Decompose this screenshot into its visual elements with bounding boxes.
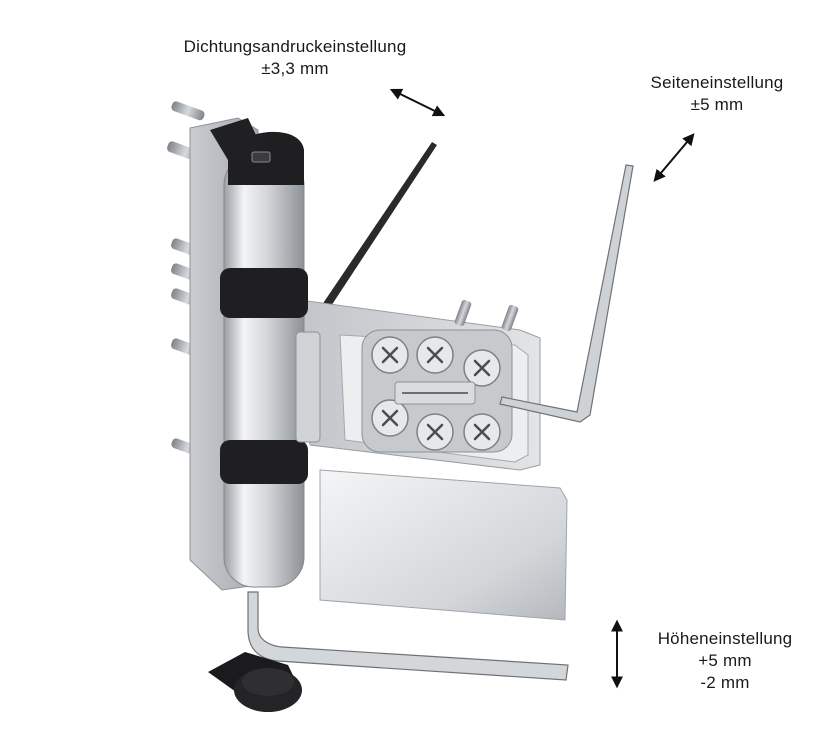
cover-cap (319, 469, 568, 621)
height-label: Höheneinstellung +5 mm -2 mm (630, 628, 820, 694)
seal-adjust-arrow (389, 88, 446, 117)
frame-screws (167, 101, 205, 458)
seal-pressure-title: Dichtungsandruckeinstellung (183, 37, 407, 56)
height-value-up: +5 mm (698, 651, 752, 670)
lateral-value: ±5 mm (690, 95, 744, 114)
seal-pressure-value: ±3,3 mm (261, 59, 329, 78)
hex-key-lateral (499, 164, 634, 423)
height-title: Höheneinstellung (657, 629, 793, 648)
hex-key-height (247, 591, 569, 681)
lateral-title: Seiteneinstellung (650, 73, 784, 92)
end-cap (208, 652, 302, 712)
hex-key-seal (305, 142, 437, 335)
seal-pressure-label: Dichtungsandruckeinstellung ±3,3 mm (140, 36, 450, 80)
hinge-barrel (210, 118, 321, 588)
lateral-adjust-arrow (653, 133, 695, 182)
height-value-down: -2 mm (700, 673, 750, 692)
adjustment-block (361, 329, 513, 453)
lateral-label: Seiteneinstellung ±5 mm (622, 72, 812, 116)
